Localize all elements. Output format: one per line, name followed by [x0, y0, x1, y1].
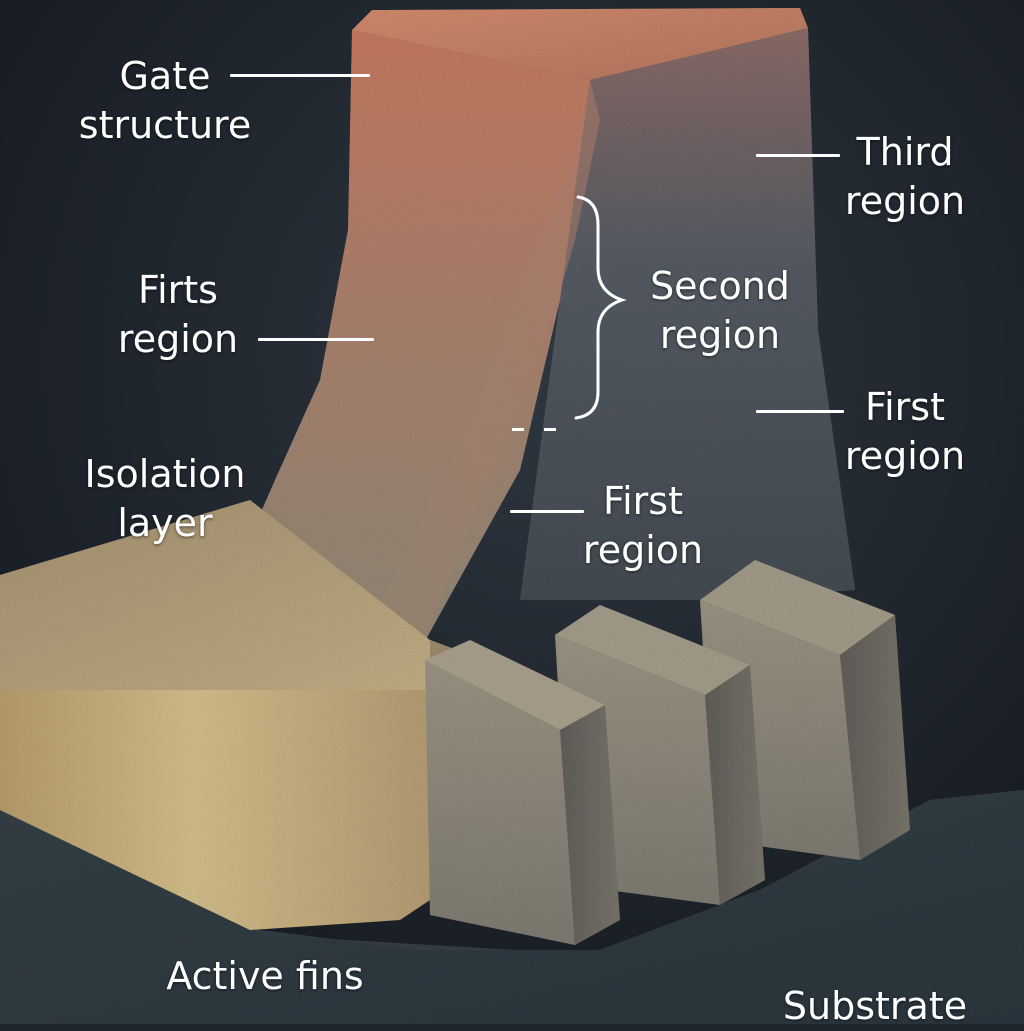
- firts-region-line-2: region: [117, 317, 239, 361]
- gate-structure-label: Gate structure: [60, 52, 270, 150]
- active-fins: [425, 560, 910, 945]
- first-region-right-label: First region: [830, 383, 980, 481]
- gate-structure-line-1: Gate: [119, 54, 211, 98]
- firts-region-leader: [258, 338, 374, 341]
- first-region-center-line-1: First: [603, 479, 683, 523]
- first-region-right-line-2: region: [844, 434, 966, 478]
- third-region-label: Third region: [830, 128, 980, 226]
- substrate-slab: [0, 790, 1024, 1024]
- second-region-line-2: region: [659, 313, 781, 357]
- isolation-layer-label: Isolation layer: [70, 450, 260, 548]
- firts-region-line-1: Firts: [138, 268, 218, 312]
- third-region-line-1: Third: [856, 130, 954, 174]
- first-region-center-label: First region: [568, 477, 718, 575]
- second-region-label: Second region: [630, 262, 810, 360]
- first-region-center-line-2: region: [582, 528, 704, 572]
- fin-1: [425, 640, 620, 945]
- second-region-dash-2: [544, 428, 556, 431]
- active-fins-label: Active fins: [140, 952, 390, 1001]
- first-region-right-line-1: First: [865, 385, 945, 429]
- first-region-center-leader: [510, 510, 584, 513]
- substrate-text: Substrate: [782, 984, 968, 1028]
- substrate-label: Substrate: [760, 982, 990, 1031]
- firts-region-label: Firts region: [98, 266, 258, 364]
- gate-structure-body: [240, 8, 855, 650]
- gate-structure-line-2: structure: [78, 103, 252, 147]
- second-region-dash-1: [512, 428, 524, 431]
- active-fins-text: Active fins: [166, 954, 364, 998]
- third-region-leader: [756, 154, 840, 157]
- gate-structure-leader: [230, 74, 370, 77]
- second-region-bracket: [574, 195, 627, 420]
- first-region-right-leader: [756, 410, 844, 413]
- isolation-layer-line-2: layer: [117, 501, 213, 545]
- isolation-layer-line-1: Isolation: [84, 452, 246, 496]
- third-region-line-2: region: [844, 179, 966, 223]
- second-region-line-1: Second: [650, 264, 790, 308]
